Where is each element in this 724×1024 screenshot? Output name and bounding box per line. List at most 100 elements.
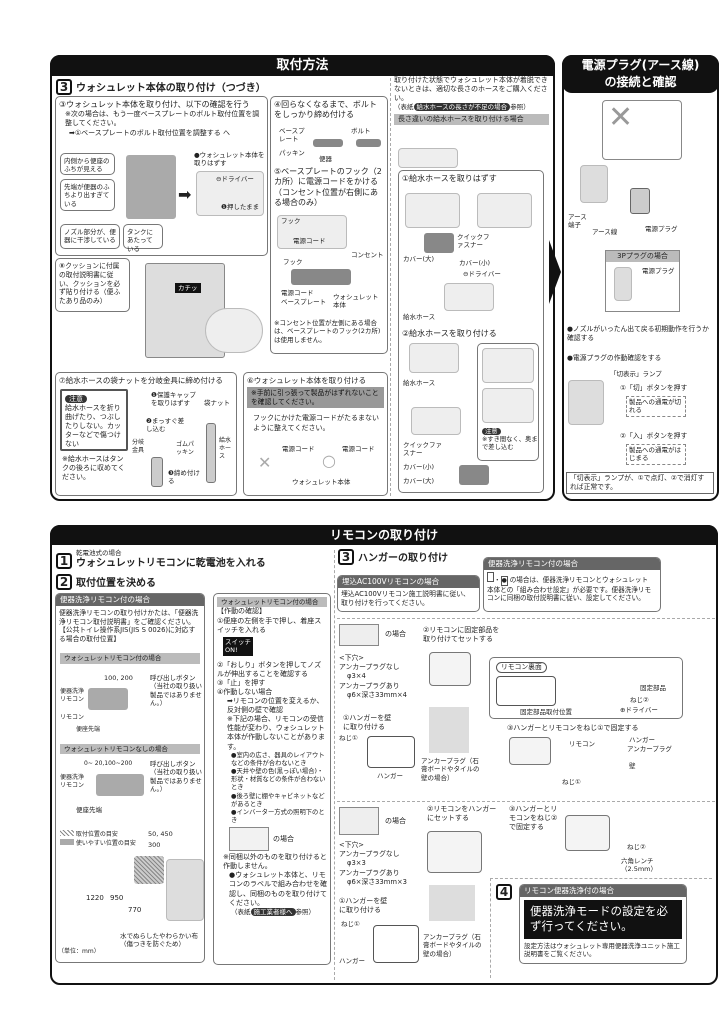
step4: 4 リモコン便器洗浄付の場合 便器洗浄モードの設定を必ず行ってください。 設定方… — [490, 878, 712, 978]
note: ※下記の場合、リモコンの受信性能が変わり、ウォシュレット本体が作動しないことがあ… — [227, 715, 325, 751]
label: ねじ② — [627, 843, 646, 851]
link-adjust-bolt[interactable]: ➡①ベースプレートのボルト取付位置を調整する へ — [69, 128, 231, 137]
bolt-illustration — [356, 139, 381, 147]
off-button-label: ①「切」ボタンを押す — [620, 384, 688, 392]
button-icon: ● — [500, 575, 508, 586]
text: アンカープラグなし — [339, 662, 400, 671]
text: 便器洗浄リモコンの取り付けかたは、「便器洗浄リモコン取付説明書」をご確認ください… — [59, 608, 199, 644]
label: の場合 — [385, 630, 406, 638]
ref-tag[interactable]: 施工業者様へ — [250, 907, 296, 916]
ok-icon: ○ — [322, 451, 336, 470]
text: ・● の場合は、便器洗浄リモコンとウォシュレット本体との「組み合わせ設定」が必要… — [484, 570, 660, 605]
label: 便座先端 — [76, 726, 101, 733]
arrow-icon: ➡ — [178, 185, 192, 204]
step: ①ハンガーを壁に取り付ける — [339, 897, 388, 915]
remote-illustration — [427, 831, 482, 873]
ac100v-box: 埋込AC100Vリモコンの場合 埋込AC100Vリモコン施工説明書に従い、取り付… — [337, 575, 480, 612]
text: φ3×4 — [347, 671, 366, 680]
callout: ノズル部分が、便器に干渉している — [60, 224, 120, 249]
label: 分岐金具 — [132, 439, 145, 454]
warning-text: 便器洗浄モードの設定を必ず行ってください。 — [524, 899, 682, 939]
label: 水でぬらしたやわらかい布（傷つきを防ぐため） — [120, 932, 198, 949]
label: フック — [281, 217, 301, 225]
label: カバー(小) — [403, 463, 435, 471]
label: ベースプレート — [281, 298, 327, 306]
power-header: 電源プラグ(アース線)の接続と確認 — [562, 55, 719, 93]
label: ⊕ドライバー — [620, 706, 658, 714]
box-attach-body: ⑥ウォシュレット本体を取り付ける ※手前に引っ張って製品がはずれないことを確認し… — [243, 372, 388, 496]
step-number: 2 — [56, 574, 72, 590]
legend-label: 取付位置の目安 — [75, 831, 118, 838]
label: コンセント — [351, 251, 384, 259]
note: ※次の場合は、もう一度ベースプレートのボルト取付位置を調整してください。 — [65, 110, 260, 128]
caution-text: 給水ホースを折り曲げたり、つぶしたりしない。カッターなどで傷つけない — [65, 404, 121, 449]
note: ※手前に引っ張って製品がはずれないことを確認してください。 — [247, 386, 384, 409]
connector-illustration — [411, 407, 461, 435]
label: カバー(大) — [403, 477, 435, 485]
wall-area — [429, 707, 469, 753]
text: の場合は、便器洗浄リモコンとウォシュレット — [509, 575, 649, 584]
caution-note: 注意※すき間なく、奥まで差し込む — [482, 428, 538, 453]
caution-label: 注意 — [482, 428, 501, 435]
switch-badge: スイッチON! — [223, 636, 253, 656]
text: フックにかけた電源コードがたるまないように整えてください。 — [253, 414, 379, 432]
label: アンカープラグ（石膏ボードやタイルの壁の場合） — [421, 757, 480, 782]
label: ハンガー — [377, 772, 403, 780]
divider — [337, 618, 715, 619]
text: 埋込AC100Vリモコン施工説明書に従い、取り付けを行ってください。 — [341, 589, 470, 607]
remote-back-inset: リモコン裏面 固定部品取付位置 固定部品 ねじ② ⊕ドライバー — [489, 657, 683, 719]
label: 電源コード — [281, 289, 314, 297]
step: ②「おしり」ボタンを押してノズルが伸出することを確認する — [217, 660, 322, 678]
step-number: 1 — [56, 553, 72, 569]
label: 給水ホース — [403, 379, 436, 387]
box-cushion: ⑧クッションに付属の取付説明書に従い、クッションを必ず貼り付ける（便ふたあり品の… — [55, 258, 268, 368]
label: リモコン — [569, 740, 595, 748]
caution-text: ※すき間なく、奥まで差し込む — [482, 436, 538, 452]
legend-label: 使いやすい位置の目安 — [75, 840, 136, 847]
label: カバー(大) — [403, 255, 435, 263]
step-number: 3 — [338, 549, 354, 565]
toilet-illustration — [126, 155, 176, 219]
label: 給水ホース — [219, 437, 232, 460]
text: φ6×深さ33mm×3 — [347, 878, 408, 887]
remote-case: の場合 — [217, 827, 327, 852]
connector-illustration — [444, 283, 494, 311]
label: の場合 — [385, 817, 406, 825]
step: ①ハンガーを壁に取り付ける — [343, 714, 392, 732]
ref-text: 参照） — [510, 103, 530, 112]
hose-section: 取り付けた状態でウォシュレット本体が着脱できないときは、適切な長さのホースをご購… — [394, 76, 549, 496]
label: ❸締め付ける — [168, 469, 200, 486]
step-title: ウォシュレットリモコンに乾電池を入れる — [76, 558, 266, 570]
step: ①便座の左側を手で押し、着座スイッチを入れる — [217, 616, 322, 634]
text: φ6×深さ33mm×4 — [347, 691, 408, 700]
adapter-illustration — [568, 380, 604, 425]
label: 便座先端 — [76, 806, 102, 814]
remote-position — [88, 688, 128, 710]
dimension: 50, 450 — [148, 830, 173, 838]
toilet-illustration — [398, 148, 458, 168]
ng-illustration — [482, 388, 534, 423]
installation-header: 取付方法 — [50, 55, 555, 76]
remote-5btn-icon — [339, 624, 379, 646]
3p-plug-box: 3Pプラグの場合 電源プラグ — [605, 250, 680, 312]
step-title: ①給水ホースを取りはずす — [402, 174, 497, 183]
ref-tag[interactable]: 給水ホースの長さが不足の場合 — [413, 103, 511, 112]
divider — [334, 550, 335, 980]
mount-area — [134, 856, 164, 884]
label: ボルト — [351, 127, 371, 135]
box-tighten-nut: ⑦給水ホースの袋ナットを分岐金具に締め付ける 注意 給水ホースを折り曲げたり、つ… — [55, 372, 237, 496]
dimension: 0~ 20,100~200 — [84, 760, 133, 767]
bullet: ●天井や壁の色(黒っぽい場合)・形状・材質などの条件が合わないとき — [231, 768, 326, 792]
bullet: ●室内の広さ、器具のレイアウトなどの条件が合わないとき — [231, 751, 325, 767]
step: ②リモコンをハンガーにセットする — [427, 805, 497, 823]
dimension: 300 — [148, 841, 161, 849]
box-title: 3Pプラグの場合 — [606, 251, 679, 263]
switch-icon — [487, 571, 494, 582]
step-title: ウォシュレット本体の取り付け（つづき） — [76, 83, 266, 94]
bullet: ●ウォシュレット本体と、リモコンのラベルで組み合わせを確認し、同梱のものを取り付… — [229, 871, 327, 907]
note: ※コンセント位置が左側にある場合は、ベースプレートのフック(2カ所)は使用しませ… — [274, 319, 381, 344]
ref-text: （表紙 — [394, 103, 414, 112]
step: ③「止」を押す — [217, 678, 266, 687]
